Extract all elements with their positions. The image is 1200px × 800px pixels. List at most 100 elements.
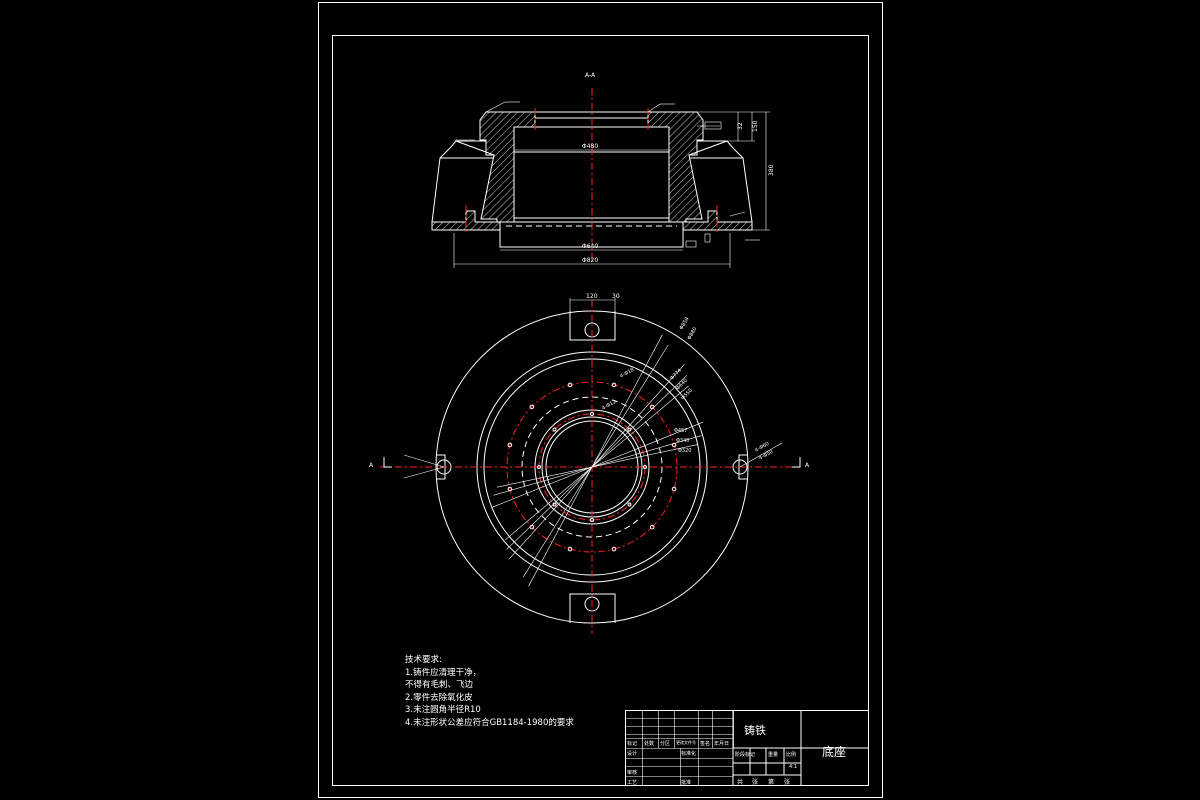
tb-role-design: 设计 (627, 751, 638, 757)
dim-circle-7: Φ340 (676, 438, 689, 444)
tb-stage: 阶段标记 (735, 752, 756, 758)
leader-left-lug-2 (403, 466, 445, 479)
bolt-hole-outer (529, 524, 535, 530)
leader-7-box (704, 233, 711, 243)
note-item-1b: 不得有毛刺、飞边 (405, 680, 474, 690)
section-right-flange (688, 140, 753, 223)
note-item-3: 3.未注圆角半径R10 (405, 705, 481, 715)
title-scale: 4:1 (789, 764, 798, 770)
dim-side: 32 (737, 122, 744, 130)
tb-label-mark: 标记 (627, 741, 638, 747)
dim-circle-3: Φ774 (669, 368, 683, 382)
bolt-hole-outer (671, 486, 677, 492)
note-item-1: 1.铸件应清理干净， (405, 667, 482, 678)
radial-leader (491, 421, 704, 508)
tb-label-change: 更改文件号 (676, 740, 696, 745)
bolt-hole-inner (627, 502, 632, 507)
dim-base-outer: Φ820 (582, 257, 598, 264)
note-item-2: 2.零件去除氧化皮 (405, 692, 473, 703)
dim-circle-2: Φ880 (687, 326, 699, 341)
base-step (499, 230, 684, 248)
tb-role-approve: 批准 (681, 780, 692, 786)
dim-holes-2: 4-Φ12 (601, 399, 617, 412)
note-item-4: 4.未注形状公差应符合GB1184-1980的要求 (405, 717, 574, 728)
tb-sheet-no: 第 (768, 779, 775, 786)
tb-sheet-unit-2: 张 (784, 779, 791, 786)
dim-slot-width: 120 (586, 293, 598, 300)
bolt-hole-outer (649, 524, 655, 530)
tb-role-standard: 标准化 (681, 751, 697, 757)
title-material: 铸铁 (744, 724, 766, 737)
leader-4 (729, 211, 746, 217)
dim-holes-1: 4-Φ18 (619, 367, 635, 380)
dim-circle-6: Φ457 (674, 428, 687, 434)
tb-label-count: 处数 (644, 741, 655, 747)
bolt-hole-outer (649, 404, 655, 410)
bolt-hole-outer (567, 382, 573, 388)
tb-weight: 重量 (768, 752, 779, 758)
leader-2 (647, 103, 661, 113)
bolt-holes (507, 382, 677, 552)
radial-leader (528, 334, 663, 587)
leader-side-holes (739, 442, 783, 468)
section-mark-right (792, 457, 801, 468)
dim-slot-offset: 30 (612, 293, 620, 300)
dim-circle-8: Φ320 (678, 448, 691, 454)
inner-border (332, 35, 869, 786)
radial-leader (508, 364, 685, 560)
bolt-hole-inner (537, 465, 541, 469)
tb-sheet-total: 共 (737, 779, 744, 786)
section-mark-left (383, 457, 392, 468)
section-left-flange (431, 140, 495, 223)
bolt-hole-inner (643, 465, 647, 469)
bolt-hole-inner (627, 427, 632, 432)
dim-step: 150 (752, 120, 759, 132)
dim-circle-1: Φ858 (679, 316, 691, 331)
section-mark-right-label: A (805, 462, 810, 469)
radial-leader (493, 435, 702, 496)
lug-right (738, 454, 748, 480)
bolt-hole-inner (552, 427, 557, 432)
bolt-hole-outer (507, 486, 513, 492)
section-label: A-A (585, 72, 596, 79)
section-mark-left-label: A (369, 462, 374, 469)
radial-leader (496, 444, 698, 488)
tb-label-sign: 签名 (700, 741, 711, 747)
technical-notes: 技术要求: 1.铸件应清理干净， 不得有毛刺、飞边 2.零件去除氧化皮 3.未注… (405, 654, 574, 729)
tb-label-zone: 分区 (660, 741, 671, 747)
radial-leaders (491, 334, 704, 587)
tb-role-process: 工艺 (627, 780, 638, 786)
radial-leader (504, 385, 689, 541)
leader-3-box (704, 121, 722, 130)
bolt-hole-outer (507, 442, 513, 448)
tb-sheet-unit-1: 张 (752, 779, 759, 786)
dim-circle-5: Φ550 (680, 388, 694, 402)
bolt-hole-outer (611, 382, 617, 388)
leader-1 (485, 101, 506, 113)
section-view: A-A Φ480 Φ640 (431, 72, 775, 268)
bolt-hole-inner (590, 412, 594, 416)
tb-role-review: 审核 (627, 770, 638, 776)
title-block-grid (625, 710, 734, 786)
leader-6-box (685, 240, 697, 248)
notes-title: 技术要求: (405, 655, 442, 665)
bolt-hole-inner (552, 502, 557, 507)
bolt-hole-outer (611, 546, 617, 552)
tb-scale-label: 比例 (786, 752, 797, 758)
dim-base-inner: Φ640 (582, 243, 598, 250)
radial-leader (506, 375, 688, 550)
bolt-hole-outer (671, 442, 677, 448)
bolt-hole-inner (590, 518, 594, 522)
radial-leader (523, 344, 669, 578)
dim-inner-dia: Φ480 (582, 143, 598, 150)
section-left-wall (431, 111, 536, 231)
bolt-hole-outer (567, 546, 573, 552)
lug-bottom (569, 593, 616, 623)
plan-view: A A 120 30 Φ858 Φ880 Φ774 Φ640 Φ550 Φ457… (369, 293, 810, 634)
leader-left-lug (403, 454, 445, 468)
dim-height: 380 (768, 164, 775, 176)
title-block (625, 710, 869, 786)
tb-label-date: 年月日 (714, 741, 730, 747)
title-part-name: 底座 (822, 745, 847, 759)
